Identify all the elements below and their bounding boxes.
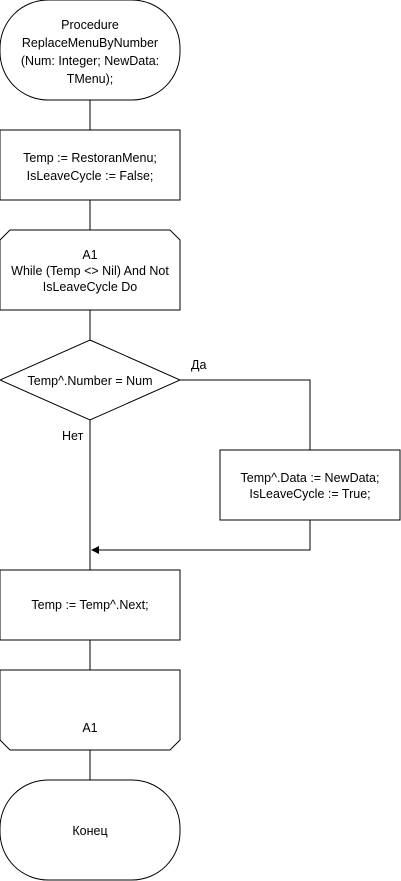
start-line-2: ReplaceMenuByNumber [22, 36, 158, 50]
start-line-4: TMenu); [67, 72, 114, 86]
init-line-2: IsLeaveCycle := False; [27, 169, 154, 183]
init-process: Temp := RestoranMenu; IsLeaveCycle := Fa… [0, 129, 181, 201]
loop-start: A1 While (Temp <> Nil) And Not IsLeaveCy… [0, 229, 181, 311]
loop-end: A1 [0, 669, 181, 751]
assign-process: Temp^.Data := NewData; IsLeaveCycle := T… [219, 449, 401, 521]
assign-line-2: IsLeaveCycle := True; [249, 487, 370, 501]
next-process: Temp := Temp^.Next; [0, 569, 181, 641]
end-text: Конец [72, 824, 107, 838]
loop-start-line-2: While (Temp <> Nil) And Not [11, 264, 169, 278]
init-line-1: Temp := RestoranMenu; [23, 151, 157, 165]
condition-decision: Temp^.Number = Num [0, 339, 182, 421]
assign-line-1: Temp^.Data := NewData; [241, 471, 380, 485]
loop-start-line-3: IsLeaveCycle Do [43, 280, 138, 294]
start-line-1: Procedure [61, 18, 119, 32]
loop-end-text: A1 [82, 721, 97, 735]
loop-start-line-1: A1 [82, 248, 97, 262]
end-terminator: Конец [0, 779, 181, 881]
connector-yes-branch [180, 379, 311, 450]
condition-text: Temp^.Number = Num [28, 374, 153, 388]
start-line-3: (Num: Integer; NewData: [21, 54, 159, 68]
next-text: Temp := Temp^.Next; [31, 598, 148, 612]
no-label: Нет [62, 429, 84, 443]
yes-label: Да [191, 358, 206, 372]
start-terminator: Procedure ReplaceMenuByNumber (Num: Inte… [0, 0, 181, 101]
connector-merge-arrow [91, 520, 311, 554]
